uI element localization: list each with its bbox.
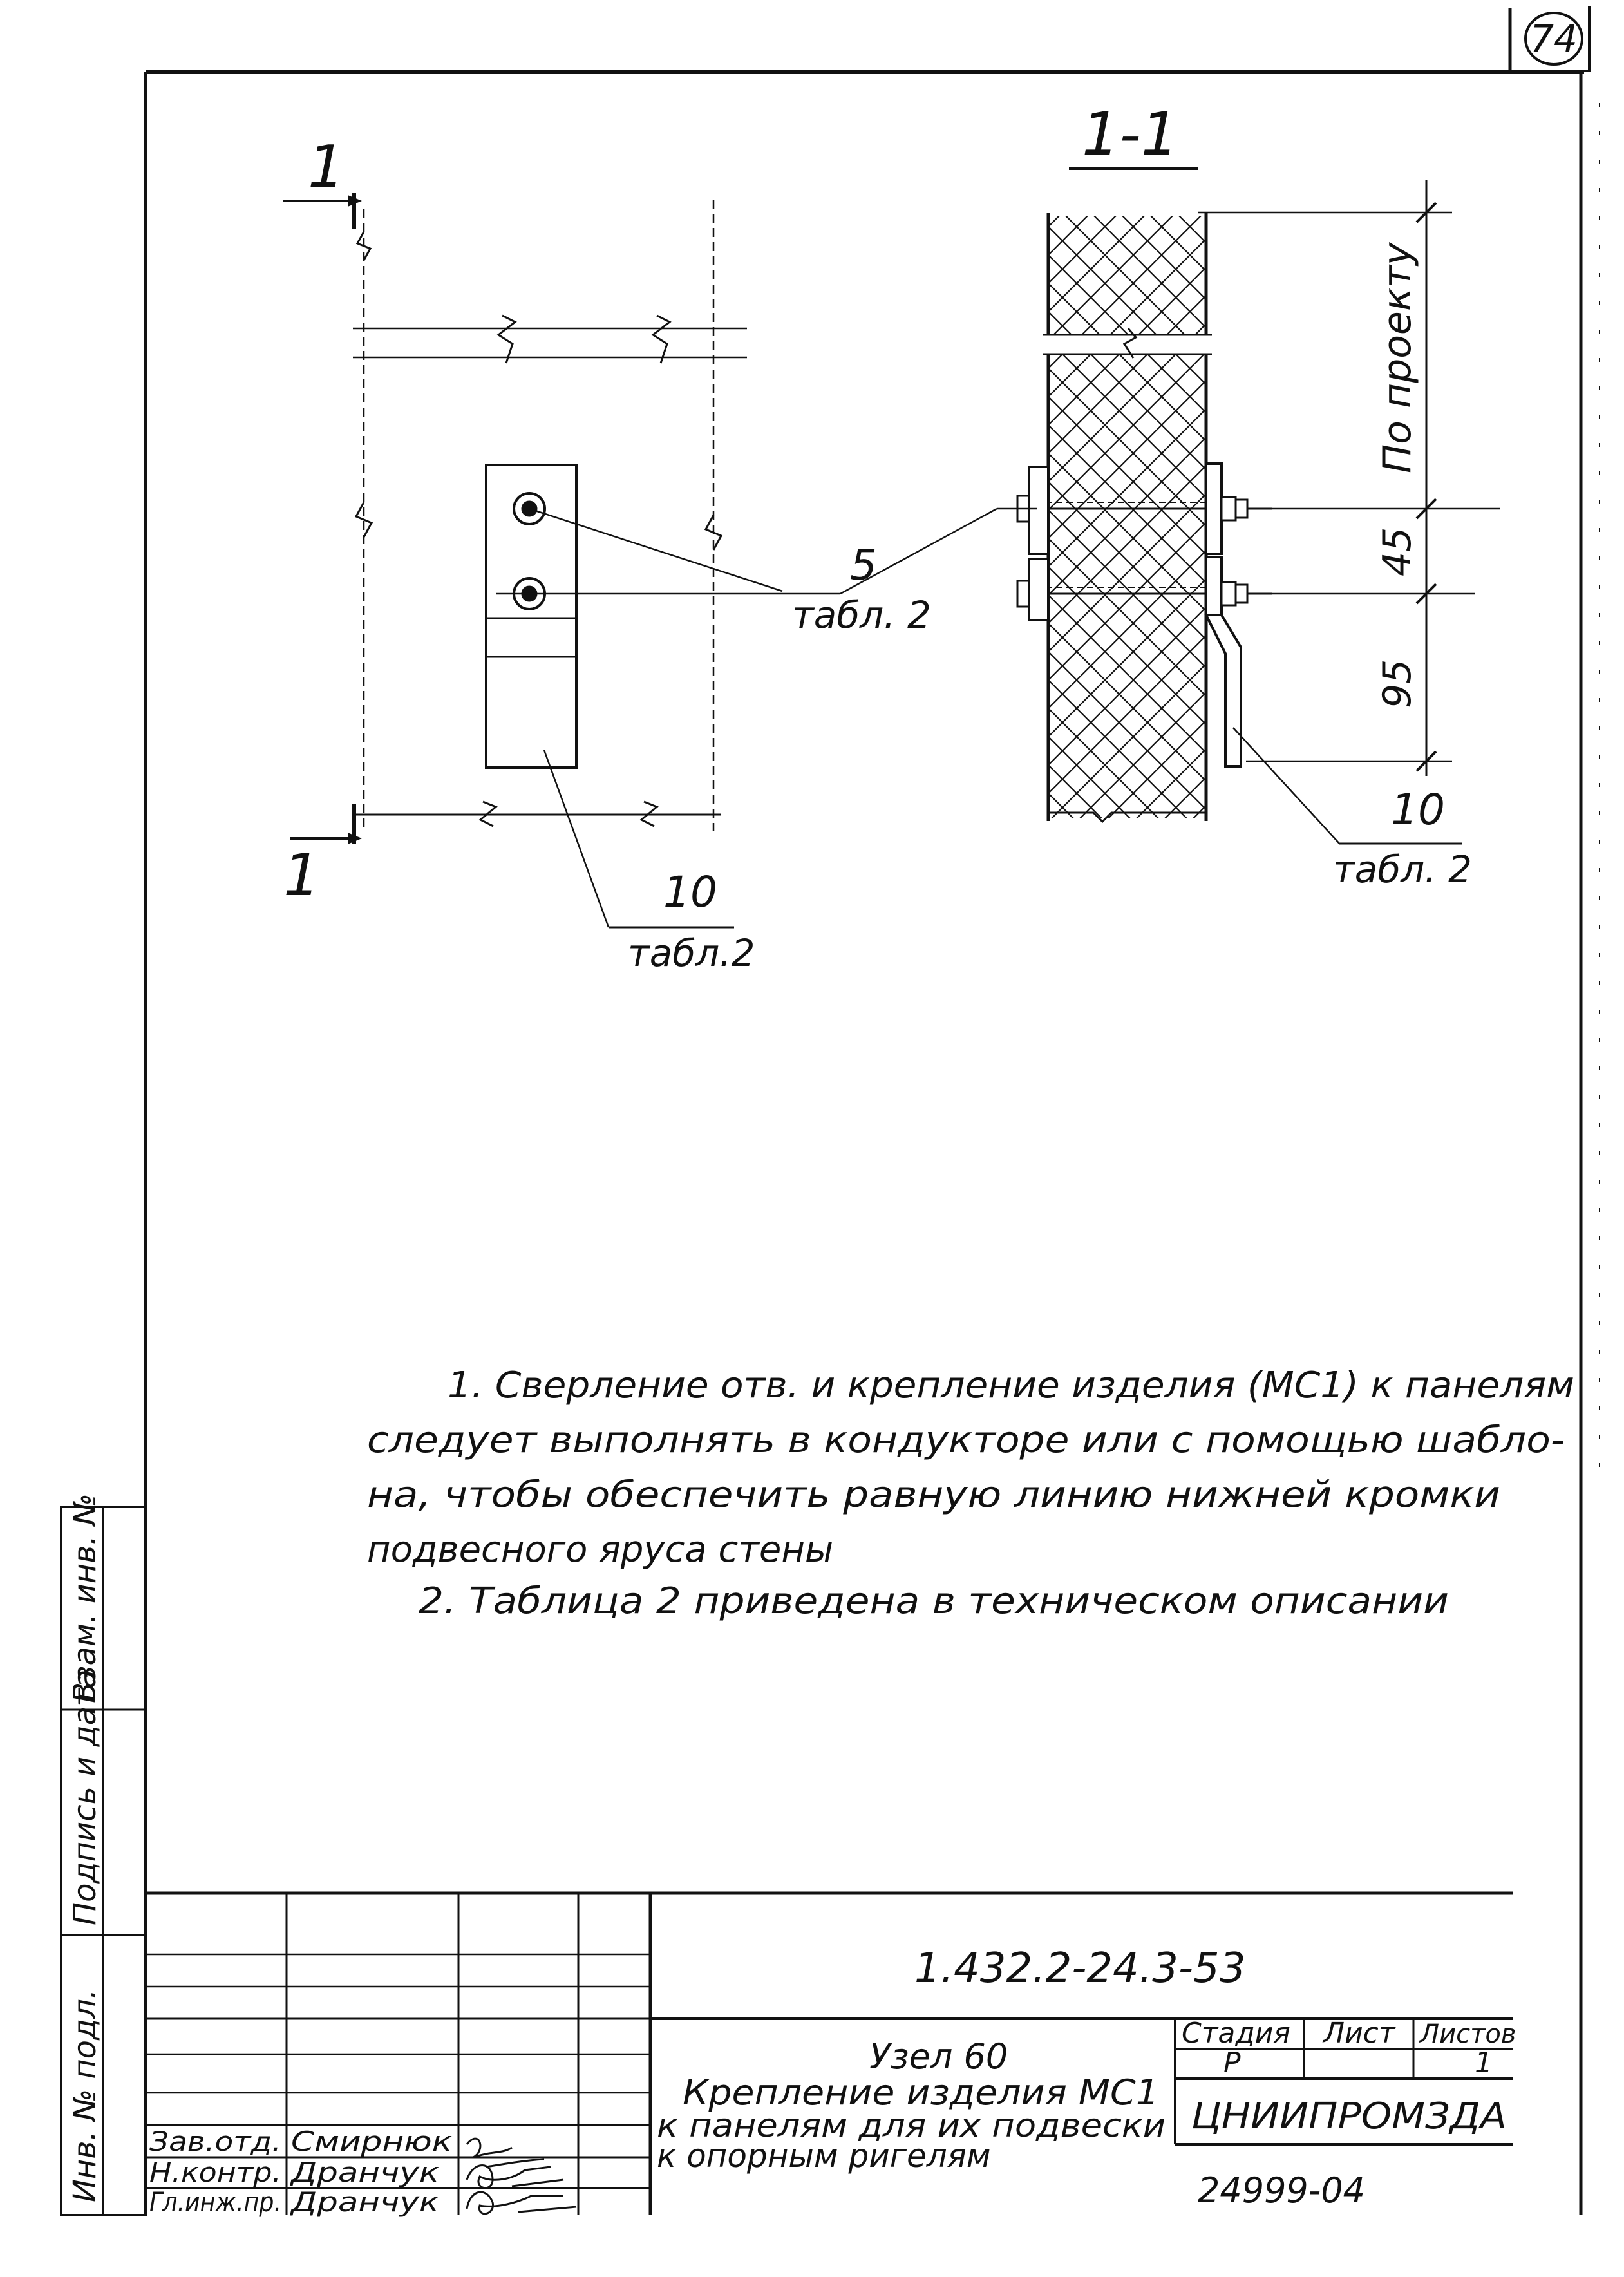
notes: 1. Сверление отв. и крепление изделия (М… bbox=[367, 1365, 1574, 1622]
stage-value: Р bbox=[1223, 2046, 1241, 2079]
title-line-3: к панелям для их подвески bbox=[657, 2107, 1166, 2144]
note-line-3: на, чтобы обеспечить равную линию нижней… bbox=[367, 1474, 1500, 1516]
title-block bbox=[146, 1891, 1513, 2215]
sheet-label: Лист bbox=[1322, 2017, 1396, 2050]
section-mark-bottom: 1 bbox=[283, 842, 320, 909]
role-3: Гл.инж.пр. bbox=[149, 2186, 281, 2218]
plan-view bbox=[283, 193, 840, 929]
organization: ЦНИИПРОМЗДА bbox=[1191, 2095, 1507, 2137]
side-stamp-signature-date: Подпись и дата bbox=[67, 1669, 103, 1925]
name-1: Смирнюк bbox=[291, 2126, 453, 2157]
callout-10-left-ref: табл.2 bbox=[628, 931, 755, 975]
dim-95: 95 bbox=[1375, 659, 1420, 708]
signatures bbox=[466, 2137, 577, 2215]
section-view bbox=[840, 180, 1500, 845]
note-line-1: 1. Сверление отв. и крепление изделия (М… bbox=[448, 1365, 1574, 1406]
sheets-label: Листов bbox=[1419, 2019, 1516, 2049]
role-1: Зав.отд. bbox=[149, 2126, 281, 2157]
archive-number: 24999-04 bbox=[1198, 2170, 1365, 2211]
side-stamp bbox=[60, 1506, 147, 2216]
note-line-5: 2. Таблица 2 приведена в техническом опи… bbox=[419, 1580, 1449, 1622]
sheet-number-mark: 74 bbox=[1524, 12, 1583, 66]
note-line-2: следует выполнять в кондукторе или с пом… bbox=[367, 1419, 1565, 1461]
name-3: Дранчук bbox=[290, 2186, 440, 2218]
dim-45: 45 bbox=[1375, 527, 1420, 576]
side-stamp-inv-number: Инв. № подл. bbox=[67, 1989, 103, 2202]
note-line-4: подвесного яруса стены bbox=[367, 1529, 833, 1571]
callout-10-right-ref: табл. 2 bbox=[1333, 847, 1472, 891]
sheet-number: 74 bbox=[1530, 17, 1578, 61]
dim-by-project: По проекту bbox=[1375, 241, 1420, 473]
title-line-4: к опорным ригелям bbox=[657, 2137, 991, 2175]
document-code: 1.432.2-24.3-53 bbox=[914, 1945, 1245, 1992]
role-2: Н.контр. bbox=[149, 2157, 281, 2188]
callout-10-right-number: 10 bbox=[1391, 785, 1445, 835]
callout-5-number: 5 bbox=[850, 540, 877, 590]
stage-label: Стадия bbox=[1182, 2017, 1290, 2050]
side-stamp-replacement: Взам. инв. № bbox=[67, 1493, 103, 1703]
section-mark-top: 1 bbox=[308, 133, 345, 201]
section-title: 1-1 bbox=[1082, 100, 1178, 169]
callout-5-ref: табл. 2 bbox=[792, 593, 931, 637]
title-line-1: Узел 60 bbox=[869, 2036, 1008, 2077]
title-line-2: Крепление изделия МС1 bbox=[683, 2072, 1159, 2113]
callout-10-left-number: 10 bbox=[663, 867, 717, 917]
name-2: Дранчук bbox=[290, 2157, 440, 2188]
sheets-value: 1 bbox=[1475, 2046, 1493, 2079]
